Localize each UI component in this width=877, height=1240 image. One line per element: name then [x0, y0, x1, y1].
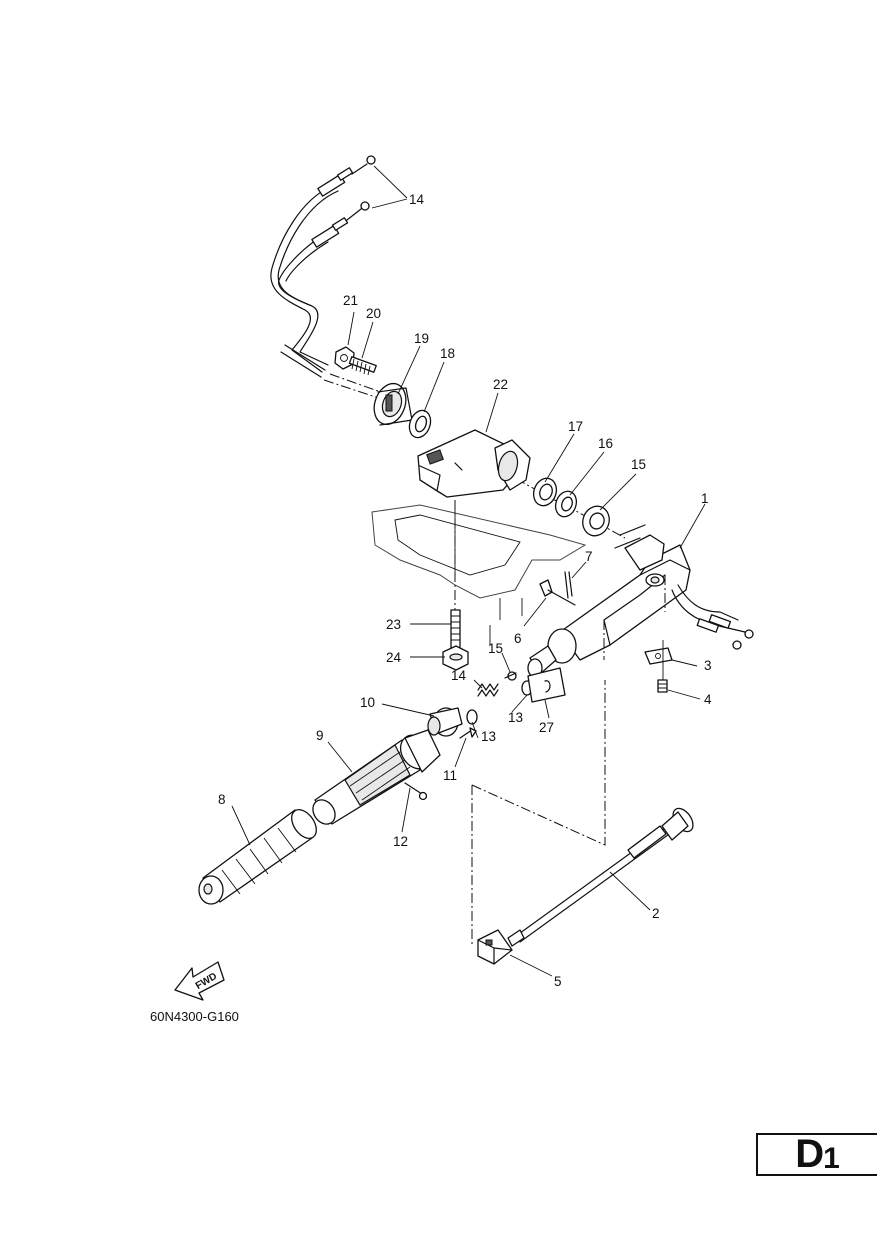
callout-2: 2: [652, 906, 660, 921]
small-hardware: [442, 500, 576, 739]
callout-numbers: 14 21 20 19 18 22 17 16 15 1 7 6 23 24 1…: [150, 192, 712, 1024]
mounting-bracket-outline: [371, 500, 587, 645]
callout-12: 12: [393, 834, 408, 849]
callout-24: 22: [493, 377, 508, 392]
callout-5: 5: [554, 974, 562, 989]
shift-rod-assembly: [471, 680, 694, 965]
callout-10: 10: [360, 695, 375, 710]
callout-15: 15: [488, 641, 503, 656]
callout-20: 18: [440, 346, 455, 361]
callout-1: 1: [701, 491, 709, 506]
control-cables: [270, 155, 376, 378]
callout-16: 14: [409, 192, 425, 207]
callout-11: 11: [443, 768, 457, 783]
callout-13b: 13: [481, 729, 496, 744]
callout-13a: 13: [508, 710, 523, 725]
cable-bracket-group: [323, 346, 626, 539]
fwd-direction-arrow: FWD: [174, 961, 225, 1001]
callout-21: 19: [414, 331, 429, 346]
callout-25: 23: [386, 617, 401, 632]
page-indicator: D 1: [756, 1132, 877, 1176]
callout-23: 21: [343, 293, 358, 308]
callout-leaders: [231, 165, 706, 977]
callout-3: 3: [704, 658, 712, 673]
callout-17: 15: [631, 457, 646, 472]
callout-7: 7: [585, 549, 593, 564]
page-letter: D: [795, 1132, 824, 1176]
callout-22: 20: [366, 306, 381, 321]
callout-8: 8: [218, 792, 226, 807]
diagram-code: 60N4300-G160: [150, 1009, 239, 1024]
page-number: 1: [823, 1141, 840, 1175]
callout-19: 17: [568, 419, 583, 434]
callout-6: 6: [514, 631, 522, 646]
callout-18: 16: [598, 436, 613, 451]
callout-4: 4: [704, 692, 712, 707]
callout-27: 27: [539, 720, 554, 735]
callout-14: 14: [451, 668, 467, 683]
callout-26: 24: [386, 650, 402, 665]
throttle-grip-assembly: [198, 707, 463, 905]
callout-9: 9: [316, 728, 324, 743]
